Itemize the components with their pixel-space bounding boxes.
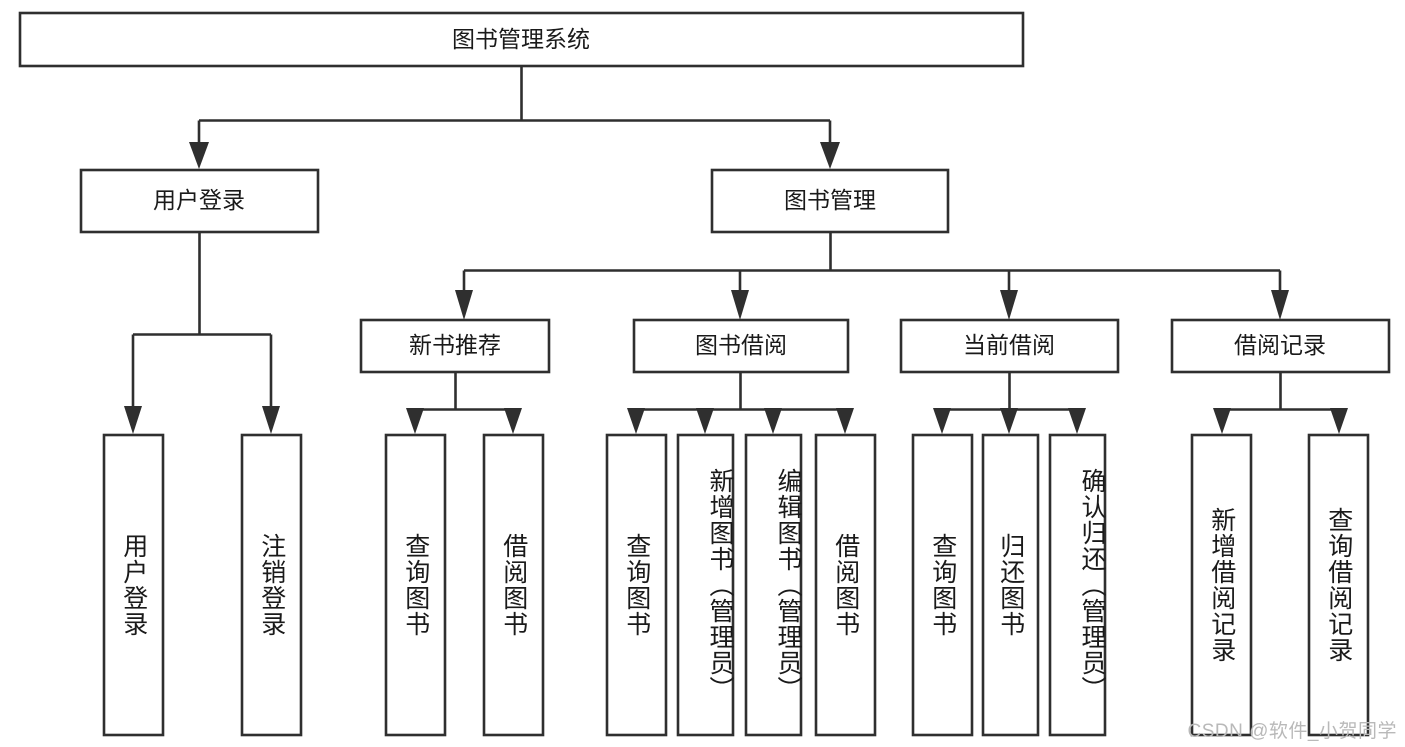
arrow-head-leaf-edit-book-admin (764, 408, 782, 434)
node-user-login[interactable]: 用户登录 (79, 168, 320, 234)
arrow-head-leaf-user-logout (262, 406, 280, 434)
arrow-head-borrow-record (1271, 290, 1289, 320)
arrow-head-leaf-confirm-return-admin (1068, 408, 1086, 434)
arrow-head-book-management (820, 142, 840, 169)
arrow-head-leaf-query-book-2 (627, 408, 645, 434)
connector-group-new-book-recommend-to-leaves (406, 372, 522, 434)
connector-group-book-borrow-to-leaves (627, 372, 854, 434)
connector-group-borrow-record-to-leaves (1213, 372, 1348, 434)
node-leaf-confirm-return-admin-box[interactable] (1048, 433, 1107, 737)
node-new-book-recommend-label: 新书推荐 (409, 332, 501, 358)
node-book-borrow-box[interactable] (632, 318, 850, 374)
connector-group-current-borrow-to-leaves (933, 372, 1086, 434)
node-leaf-borrow-book-1-box[interactable] (482, 433, 545, 737)
node-leaf-user-logout-box[interactable] (240, 433, 303, 737)
node-root-box[interactable] (18, 11, 1025, 68)
node-borrow-record-label: 借阅记录 (1234, 332, 1326, 358)
arrow-head-new-book-recommend (455, 290, 473, 320)
node-leaf-query-book-3-box[interactable] (911, 433, 974, 737)
node-current-borrow-label: 当前借阅 (963, 332, 1055, 358)
node-current-borrow-box[interactable] (899, 318, 1120, 374)
node-leaf-add-borrow-record-box[interactable] (1190, 433, 1253, 737)
arrow-head-leaf-query-book-3 (933, 408, 951, 434)
arrow-head-leaf-add-borrow-record (1213, 408, 1231, 434)
connector-group-root-to-level2 (189, 66, 840, 169)
arrow-head-leaf-query-book-1 (406, 408, 424, 434)
node-borrow-record[interactable]: 借阅记录 (1170, 318, 1391, 374)
arrow-head-leaf-borrow-book-1 (504, 408, 522, 434)
node-user-login-box[interactable] (79, 168, 320, 234)
arrow-head-leaf-query-borrow-record (1330, 408, 1348, 434)
node-leaf-query-book-1-box[interactable] (384, 433, 447, 737)
connector-group-user-login-to-leaves (124, 232, 280, 434)
node-book-borrow-label: 图书借阅 (695, 332, 787, 358)
node-book-management-label: 图书管理 (784, 187, 876, 213)
node-root[interactable]: 图书管理系统 (18, 11, 1025, 68)
arrow-head-leaf-add-book-admin (696, 408, 714, 434)
node-root-label: 图书管理系统 (452, 26, 590, 52)
arrow-head-user-login (189, 142, 209, 169)
arrow-head-current-borrow (1000, 290, 1018, 320)
arrow-head-leaf-user-login (124, 406, 142, 434)
node-book-management[interactable]: 图书管理 (710, 168, 950, 234)
node-book-management-box[interactable] (710, 168, 950, 234)
node-user-login-label: 用户登录 (153, 187, 245, 213)
node-leaf-user-login-box[interactable] (102, 433, 165, 737)
node-leaf-edit-book-admin-box[interactable] (744, 433, 803, 737)
node-current-borrow[interactable]: 当前借阅 (899, 318, 1120, 374)
node-leaf-borrow-book-2-box[interactable] (814, 433, 877, 737)
node-borrow-record-box[interactable] (1170, 318, 1391, 374)
arrow-head-leaf-return-book (1000, 408, 1018, 434)
node-leaf-return-book-box[interactable] (981, 433, 1040, 737)
arrow-head-book-borrow (731, 290, 749, 320)
node-new-book-recommend-box[interactable] (359, 318, 551, 374)
node-new-book-recommend[interactable]: 新书推荐 (359, 318, 551, 374)
node-leaf-query-borrow-record-box[interactable] (1307, 433, 1370, 737)
arrow-head-leaf-borrow-book-2 (836, 408, 854, 434)
node-book-borrow[interactable]: 图书借阅 (632, 318, 850, 374)
watermark-text: CSDN @软件_小贺同学 (1187, 721, 1397, 742)
node-leaf-add-book-admin-box[interactable] (676, 433, 735, 737)
connector-group-book-management-to-level3 (455, 232, 1289, 320)
node-leaf-query-book-2-box[interactable] (605, 433, 668, 737)
